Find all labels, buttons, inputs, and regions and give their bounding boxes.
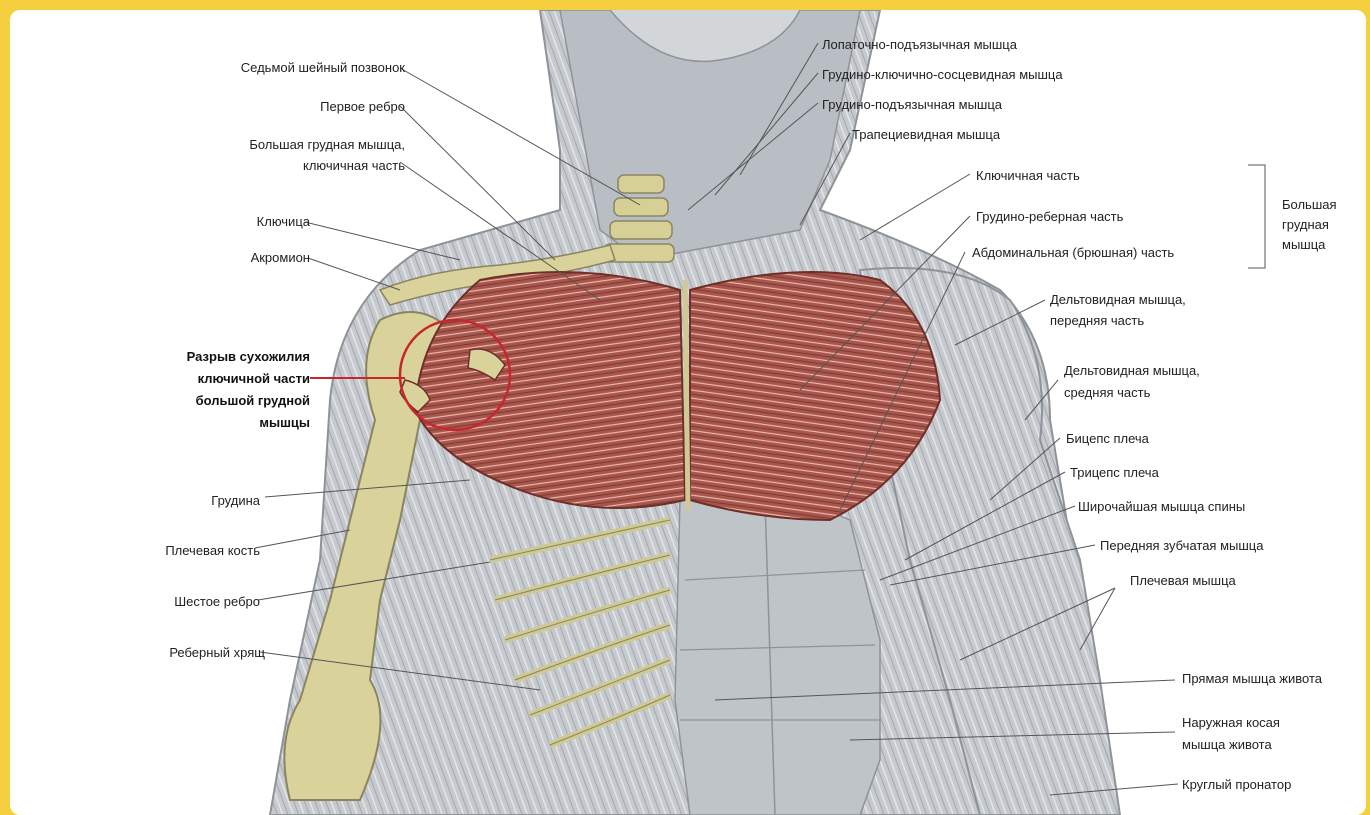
label-trapezius: Трапециевидная мышца bbox=[852, 124, 1000, 146]
label-sternocostal-part: Грудино-реберная часть bbox=[976, 206, 1123, 228]
label-clavicle: Ключица bbox=[110, 211, 310, 233]
label-serratus-anterior: Передняя зубчатая мышца bbox=[1100, 535, 1263, 557]
label-deltoid-middle-2: средняя часть bbox=[1064, 382, 1150, 404]
label-sternum: Грудина bbox=[70, 490, 260, 512]
label-clavicular-part: Ключичная часть bbox=[976, 165, 1080, 187]
label-pectoralis-clavicular-2: ключичная часть bbox=[110, 155, 405, 177]
label-rupture-3: большой грудной bbox=[70, 390, 310, 412]
label-external-oblique-2: мышца живота bbox=[1182, 734, 1272, 756]
label-rupture-4: мышцы bbox=[70, 412, 310, 434]
diagram-frame: Седьмой шейный позвонок Первое ребро Бол… bbox=[10, 10, 1366, 815]
label-rupture-1: Разрыв сухожилия bbox=[70, 346, 310, 368]
label-costal-cartilage: Реберный хрящ bbox=[70, 642, 265, 664]
label-pectoralis-major-2: грудная bbox=[1282, 214, 1329, 236]
label-first-rib: Первое ребро bbox=[110, 96, 405, 118]
label-deltoid-anterior-1: Дельтовидная мышца, bbox=[1050, 289, 1186, 311]
label-omohyoid: Лопаточно-подъязычная мышца bbox=[822, 34, 1017, 56]
label-pectoralis-major-3: мышца bbox=[1282, 234, 1325, 256]
label-pectoralis-clavicular-1: Большая грудная мышца, bbox=[110, 134, 405, 156]
label-rupture-2: ключичной части bbox=[70, 368, 310, 390]
label-pronator-teres: Круглый пронатор bbox=[1182, 774, 1291, 796]
label-c7-vertebra: Седьмой шейный позвонок bbox=[110, 57, 405, 79]
label-external-oblique-1: Наружная косая bbox=[1182, 712, 1280, 734]
label-triceps: Трицепс плеча bbox=[1070, 462, 1159, 484]
label-pectoralis-major-1: Большая bbox=[1282, 194, 1337, 216]
label-abdominal-part: Абдоминальная (брюшная) часть bbox=[972, 242, 1174, 264]
label-latissimus: Широчайшая мышца спины bbox=[1078, 496, 1245, 518]
label-humerus: Плечевая кость bbox=[70, 540, 260, 562]
label-deltoid-middle-1: Дельтовидная мышца, bbox=[1064, 360, 1200, 382]
label-biceps: Бицепс плеча bbox=[1066, 428, 1149, 450]
label-sixth-rib: Шестое ребро bbox=[70, 591, 260, 613]
label-sternohyoid: Грудино-подъязычная мышца bbox=[822, 94, 1002, 116]
label-deltoid-anterior-2: передняя часть bbox=[1050, 310, 1144, 332]
label-sternocleidomastoid: Грудино-ключично-сосцевидная мышца bbox=[822, 64, 1063, 86]
label-rectus-abdominis: Прямая мышца живота bbox=[1182, 668, 1322, 690]
label-acromion: Акромион bbox=[110, 247, 310, 269]
label-brachialis: Плечевая мышца bbox=[1130, 570, 1236, 592]
